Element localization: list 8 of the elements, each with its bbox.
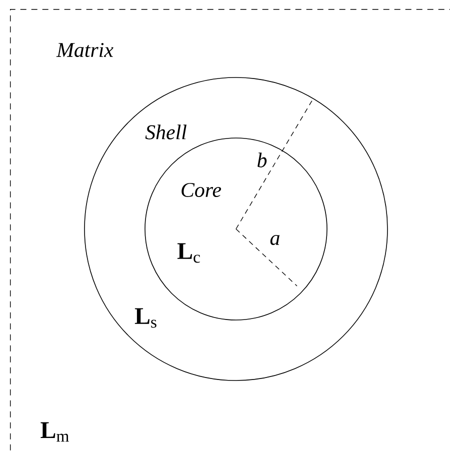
region-label: L$_{m}$ — [40, 422, 69, 442]
region-label: Matrix — [56, 42, 114, 58]
region-label: L$_{s}$ — [134, 308, 156, 328]
region-label: L$_{c}$ — [177, 243, 200, 263]
dimension-label: a — [270, 234, 280, 246]
region-label: Shell — [145, 124, 186, 140]
region-label: Core — [182, 182, 222, 198]
dimension-label: b — [258, 152, 267, 168]
